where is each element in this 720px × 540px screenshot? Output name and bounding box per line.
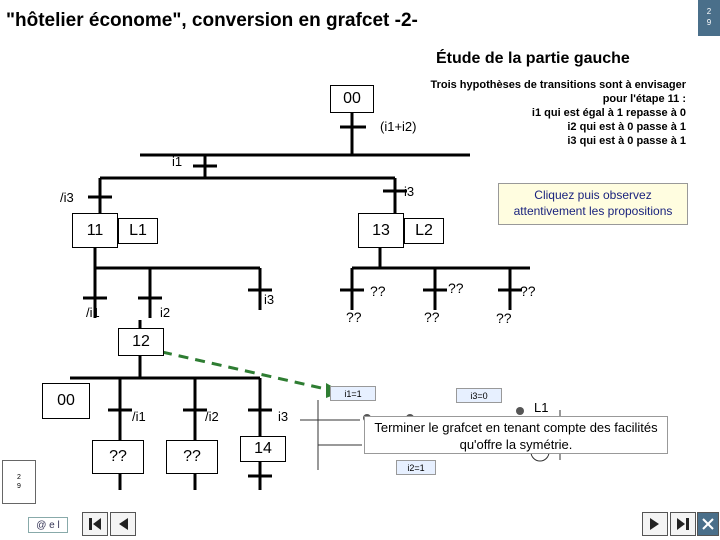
transition-label-i3-bottom: i3 (278, 409, 289, 424)
home-button[interactable]: @ e l (28, 517, 68, 533)
step-unknown-mid[interactable]: ?? (166, 440, 218, 474)
unknown-transition-1[interactable]: ?? (370, 283, 386, 299)
hypotheses-text: Trois hypothèses de transitions sont à e… (420, 78, 686, 148)
unknown-transition-2[interactable]: ?? (346, 309, 362, 325)
first-icon (89, 518, 101, 530)
unknown-transition-5[interactable]: ?? (520, 283, 536, 299)
click-hint-box[interactable]: Cliquez puis observez attentivement les … (498, 183, 688, 225)
chip-i1-equals-1: i1=1 (330, 386, 376, 401)
action-l2: L2 (404, 218, 444, 244)
step-00-bottom: 00 (42, 383, 90, 419)
step-unknown-left[interactable]: ?? (92, 440, 144, 474)
thumb-page: 2 (17, 474, 21, 481)
page-number: 2 (706, 7, 712, 16)
last-slide-button[interactable] (670, 512, 696, 536)
transition-label-not-i3: /i3 (60, 190, 74, 205)
step-12: 12 (118, 328, 164, 356)
unknown-transition-3[interactable]: ?? (448, 280, 464, 296)
hypothesis-2: i2 qui est à 0 passe à 1 (567, 121, 686, 133)
hypotheses-intro: Trois hypothèses de transitions sont à e… (430, 79, 686, 105)
transition-label-i3-mid: i3 (264, 292, 275, 307)
transition-label-i2: i2 (160, 305, 171, 320)
section-subtitle: Étude de la partie gauche (436, 50, 630, 67)
prev-slide-button[interactable] (110, 512, 136, 536)
page-number-sub: 9 (706, 18, 712, 27)
transition-label-i1: i1 (172, 154, 183, 169)
first-slide-button[interactable] (82, 512, 108, 536)
unknown-transition-4[interactable]: ?? (424, 309, 440, 325)
slide-thumbnail[interactable]: 2 9 (2, 460, 36, 504)
transition-label-not-i1-bottom: /i1 (132, 409, 146, 424)
page-number-badge: 2 9 (698, 0, 720, 36)
finish-instruction-box[interactable]: Terminer le grafcet en tenant compte des… (364, 416, 668, 454)
unknown-transition-6[interactable]: ?? (496, 310, 512, 326)
last-icon (677, 518, 689, 530)
transition-label-not-i2-bottom: /i2 (205, 409, 219, 424)
hypothesis-1: i1 qui est égal à 1 repasse à 0 (531, 107, 686, 119)
chip-i2-equals-1: i2=1 (396, 460, 436, 475)
step-11: 11 (72, 213, 118, 248)
step-13: 13 (358, 213, 404, 248)
action-l1: L1 (118, 218, 158, 244)
transition-label-i1-plus-i2: (i1+i2) (380, 119, 417, 134)
end-show-button[interactable] (697, 512, 719, 536)
next-icon (650, 518, 659, 530)
next-slide-button[interactable] (642, 512, 668, 536)
transition-label-i3: i3 (404, 184, 415, 199)
lamp-label-l1: L1 (534, 400, 549, 415)
transition-label-not-i1: /i1 (86, 305, 100, 320)
page-title: "hôtelier économe", conversion en grafce… (6, 10, 418, 31)
hypothesis-3: i3 qui est à 0 passe à 1 (567, 135, 686, 147)
thumb-sub: 9 (17, 483, 21, 490)
close-icon (702, 518, 714, 530)
chip-i3-equals-0: i3=0 (456, 388, 502, 403)
prev-icon (119, 518, 128, 530)
step-14: 14 (240, 436, 286, 462)
step-00: 00 (330, 85, 374, 113)
